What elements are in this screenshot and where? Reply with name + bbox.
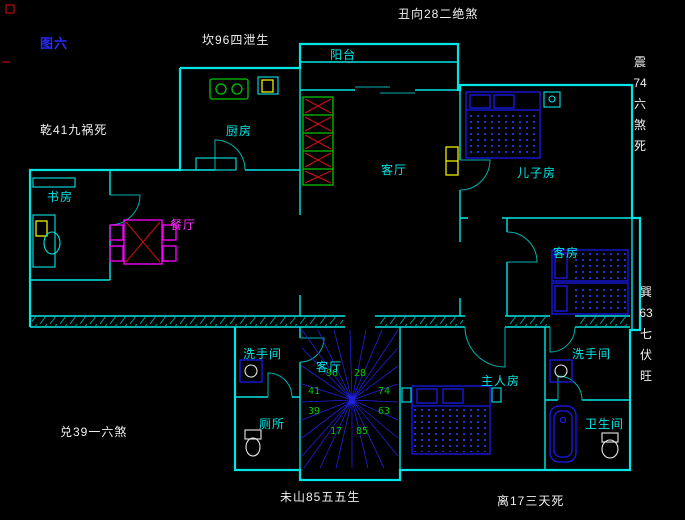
bathtub-icon — [549, 405, 577, 463]
stove-icon — [209, 78, 249, 100]
east-line: 六 — [633, 97, 646, 111]
southeast-line: 63 — [639, 306, 653, 320]
room-label-dining-room: 餐厅 — [170, 218, 197, 232]
red-marker-icon — [2, 4, 15, 63]
sink-washroom-2 — [549, 359, 573, 383]
room-label-master-room: 主人房 — [481, 374, 521, 388]
walls-inner — [30, 61, 633, 470]
star-number: 85 — [356, 426, 368, 437]
star-number: 63 — [378, 406, 390, 417]
star-number: 39 — [308, 406, 320, 417]
room-label-stair-hall: 客厅 — [316, 360, 343, 374]
dining-table — [109, 219, 177, 265]
study-desk — [32, 177, 76, 268]
door-arcs — [109, 86, 583, 401]
compass-label-southeast: 巽 63 七 伏 旺 — [633, 282, 659, 387]
room-label-washroom-2: 洗手间 — [572, 347, 612, 361]
figure-label: 图六 — [40, 36, 69, 51]
bed-sons-room — [465, 91, 561, 159]
toilet-icon — [244, 429, 262, 457]
east-line: 煞 — [633, 118, 646, 132]
star-number: 74 — [378, 386, 390, 397]
room-label-balcony: 阳台 — [330, 48, 357, 62]
southeast-line: 七 — [639, 327, 652, 341]
room-label-study: 书房 — [47, 190, 74, 204]
kitchen-sink-icon — [195, 76, 279, 171]
compass-label-bottom-right: 离17三天死 — [497, 494, 565, 508]
beds-guest-room — [551, 249, 629, 315]
sofa — [302, 96, 334, 186]
room-label-bathroom: 卫生间 — [585, 417, 625, 431]
tv-icon — [445, 146, 459, 176]
toilet-bathroom-icon — [601, 432, 619, 459]
southeast-line: 旺 — [639, 369, 652, 383]
bed-master-room — [401, 385, 502, 455]
east-line: 震 — [633, 55, 646, 69]
sink-washroom-1 — [239, 359, 263, 383]
stairs-fan — [301, 329, 399, 469]
compass-label-top: 丑向28二绝煞 — [398, 7, 479, 21]
compass-label-west: 兑39一六煞 — [60, 425, 128, 439]
room-label-washroom-1: 洗手间 — [243, 347, 283, 361]
east-line: 74 — [633, 76, 647, 90]
compass-label-north: 坎96四泄生 — [202, 33, 270, 47]
compass-label-bottom-left: 未山85五五生 — [280, 490, 361, 504]
star-number: 41 — [308, 386, 320, 397]
east-line: 死 — [633, 139, 646, 153]
room-label-sons-room: 儿子房 — [517, 166, 557, 180]
star-number: 17 — [330, 426, 342, 437]
room-label-living-room: 客厅 — [381, 163, 408, 177]
star-number: 28 — [354, 368, 366, 379]
star-numbers: 96 28 41 74 39 63 17 85 — [308, 368, 390, 437]
southeast-line: 伏 — [639, 348, 652, 362]
room-label-toilet: 厕所 — [259, 417, 286, 431]
star-number: 96 — [326, 368, 338, 379]
compass-label-northwest: 乾41九祸死 — [40, 123, 108, 137]
room-label-guest-room: 客房 — [553, 246, 580, 260]
walls-outer — [28, 42, 642, 482]
compass-label-east: 震 74 六 煞 死 — [627, 52, 653, 157]
southeast-line: 巽 — [639, 285, 652, 299]
room-label-kitchen: 厨房 — [226, 124, 253, 138]
